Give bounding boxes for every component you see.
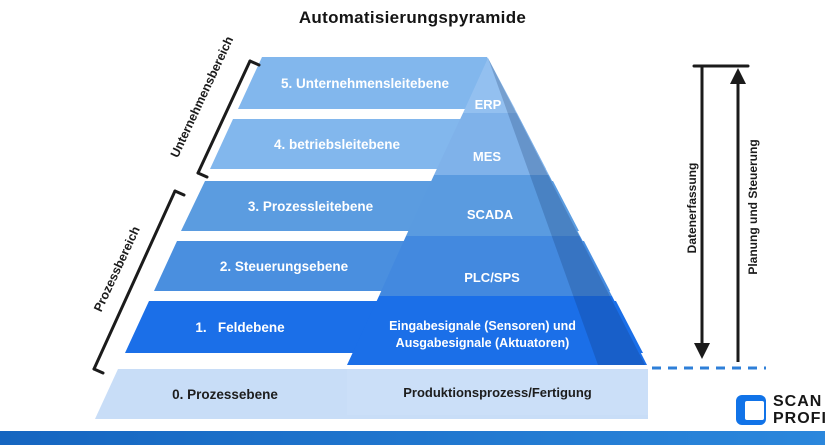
system-label-erp: ERP bbox=[474, 96, 502, 112]
level-4-label: 4. betriebsleitebene bbox=[273, 136, 401, 152]
system-label-scada: SCADA bbox=[466, 206, 514, 222]
level-5-label: 5. Unternehmensleitebene bbox=[280, 75, 450, 91]
level-0-label: 0. Prozessebene bbox=[172, 386, 278, 402]
bottom-accent-bar bbox=[0, 431, 825, 445]
up-arrow bbox=[730, 68, 746, 362]
diagram-title: Automatisierungspyramide bbox=[298, 8, 527, 27]
system-label-feld: Eingabesignale (Sensoren) und Ausgabesig… bbox=[389, 319, 576, 350]
production-process-box: Produktionsprozess/Fertigung bbox=[347, 369, 648, 415]
datenerfassung-arrow-label: Datenerfassung bbox=[685, 162, 699, 254]
level-1-label: 1. Feldebene bbox=[195, 319, 285, 335]
system-label-mes: MES bbox=[472, 148, 502, 164]
scanprofi-logo: SCAN PROFI bbox=[736, 393, 825, 428]
logo-line-2: PROFI bbox=[773, 410, 825, 428]
scanprofi-logo-glyph bbox=[744, 400, 764, 420]
prozessbereich-label: Prozessbereich bbox=[91, 224, 143, 314]
level-2-label: 2. Steuerungsebene bbox=[219, 258, 349, 274]
production-process-label: Produktionsprozess/Fertigung bbox=[403, 384, 592, 400]
system-label-plc: PLC/SPS bbox=[464, 269, 520, 285]
planung-steuerung-arrow-label: Planung und Steuerung bbox=[746, 139, 760, 275]
scanprofi-logo-icon bbox=[736, 395, 766, 426]
scanprofi-logo-text: SCAN PROFI bbox=[773, 393, 825, 428]
level-3-label: 3. Prozessleitebene bbox=[247, 198, 374, 214]
logo-line-1: SCAN bbox=[773, 393, 823, 410]
